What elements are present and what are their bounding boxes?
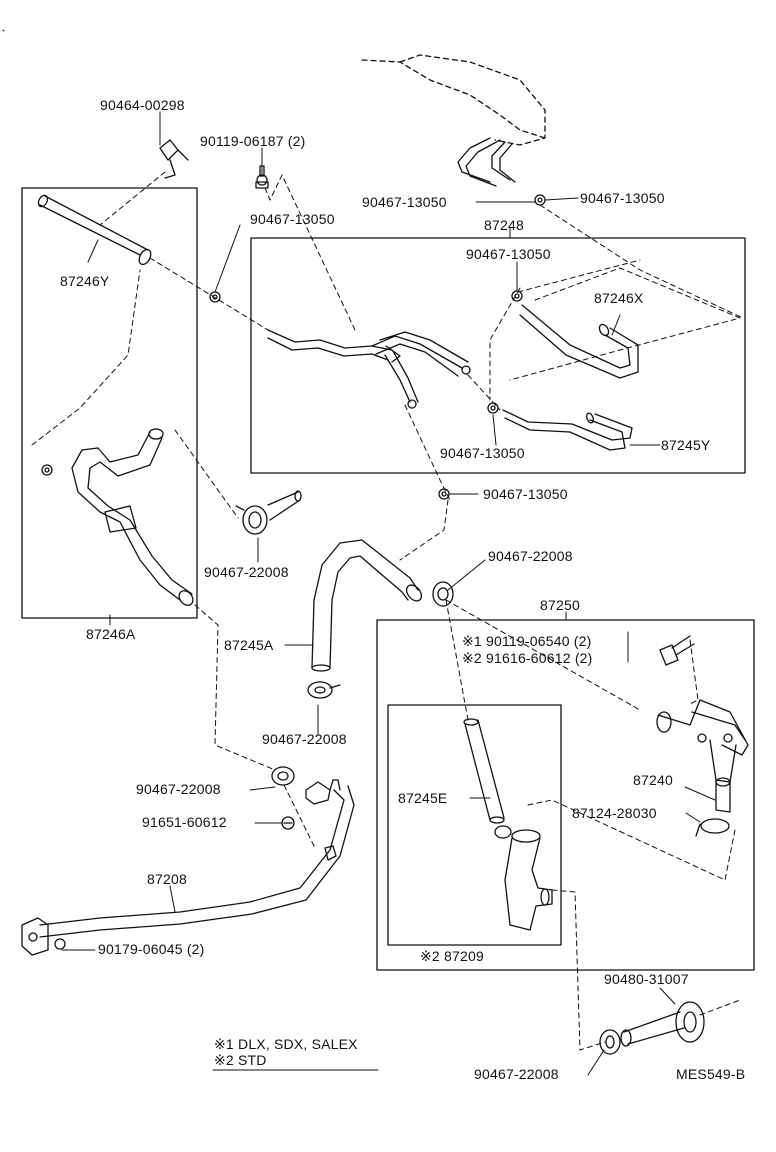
part-label-87245A: 87245A — [224, 637, 274, 653]
nut-91651-60612 — [281, 816, 295, 830]
hose-87245Y — [502, 409, 633, 451]
part-label-87248: 87248 — [484, 217, 524, 233]
part-label-87246X: 87246X — [594, 290, 644, 306]
grommet-90480-31007 — [675, 1001, 705, 1043]
pipe-87208 — [21, 779, 355, 956]
bolt-90119-06540 — [659, 635, 695, 666]
part-label-90467-22008: 90467-22008 — [474, 1066, 559, 1082]
part-label-90467-13050: 90467-13050 — [250, 211, 335, 227]
clamp-90467-13050 — [41, 464, 53, 476]
part-label-90467-13050: 90467-13050 — [483, 486, 568, 502]
part-label-x1-90119-06540: ※1 90119-06540 (2) — [462, 633, 592, 649]
part-label-87208: 87208 — [147, 871, 187, 887]
clamp-90467-22008 — [307, 681, 341, 699]
clamp-87124-28030 — [695, 818, 730, 837]
part-label-87250: 87250 — [540, 597, 580, 613]
clamp-90467-22008 — [432, 581, 454, 607]
part-label-90467-13050: 90467-13050 — [580, 190, 665, 206]
connection-lines — [31, 171, 744, 1051]
heater-unit-outline — [361, 54, 546, 146]
part-label-87245Y: 87245Y — [661, 437, 711, 453]
part-label-91651-60612: 91651-60612 — [142, 814, 227, 830]
corner-mark — [2, 29, 5, 32]
part-label-90464-00298: 90464-00298 — [100, 97, 185, 113]
hose-87246Y — [37, 194, 152, 266]
heater-core-pipes — [457, 137, 516, 187]
part-label-90467-22008: 90467-22008 — [488, 548, 573, 564]
hose-end — [620, 1011, 685, 1047]
pipe-87248 — [267, 329, 471, 409]
part-label-90467-13050: 90467-13050 — [466, 246, 551, 262]
clamp-90467-22008 — [271, 766, 295, 786]
clamp-90467-22008 — [235, 490, 302, 535]
part-label-87124-28030: 87124-28030 — [572, 805, 657, 821]
water-valve-87240 — [656, 699, 749, 813]
legend-note-1: ※1 DLX, SDX, SALEX — [214, 1036, 358, 1052]
clamp-90467-13050 — [487, 402, 499, 414]
part-label-90179-06045: 90179-06045 (2) — [98, 941, 205, 957]
clamp-90467-22008 — [599, 1029, 621, 1055]
hose-87245E — [463, 718, 505, 824]
box-87248 — [250, 237, 746, 474]
part-label-x2-91616-60612: ※2 91616-60612 (2) — [462, 650, 593, 666]
part-label-90467-22008: 90467-22008 — [136, 781, 221, 797]
part-label-90467-13050: 90467-13050 — [362, 194, 447, 210]
part-label-90467-13050: 90467-13050 — [440, 445, 525, 461]
hose-87209 — [504, 829, 553, 931]
clamp-90467-13050 — [438, 488, 450, 500]
clip-90464-00298 — [159, 139, 189, 179]
part-label-87246Y: 87246Y — [60, 273, 110, 289]
part-label-90119-06187: 90119-06187 (2) — [200, 133, 306, 149]
part-label-87209: ※2 87209 — [420, 948, 484, 964]
part-label-87246A: 87246A — [86, 626, 136, 642]
clamp-90467-13050 — [534, 194, 546, 206]
leader-lines — [61, 111, 716, 1076]
hose-87246A — [71, 428, 194, 606]
part-label-90467-22008: 90467-22008 — [262, 731, 347, 747]
part-label-87240: 87240 — [633, 772, 673, 788]
part-label-90467-22008: 90467-22008 — [204, 564, 289, 580]
part-label-90480-31007: 90480-31007 — [604, 971, 689, 987]
box-87246A — [21, 187, 198, 619]
hose-87245A — [311, 539, 423, 672]
hose-87246X — [519, 304, 639, 379]
clamp-90467-22008 — [494, 825, 512, 839]
box-87209 — [387, 704, 562, 946]
part-label-87245E: 87245E — [398, 790, 448, 806]
clamp-90467-13050 — [209, 291, 221, 303]
legend-note-2: ※2 STD — [214, 1052, 267, 1068]
diagram-code: MES549-B — [676, 1066, 746, 1082]
